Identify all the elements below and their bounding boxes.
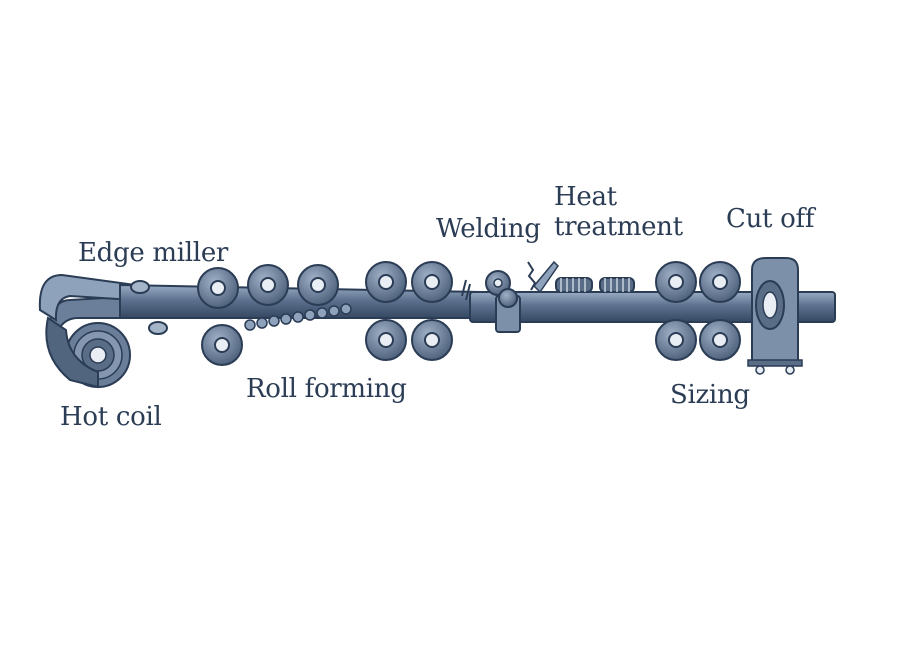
label-treatment: treatment: [554, 212, 683, 242]
label-edge-miller: Edge miller: [78, 238, 229, 268]
label-hot-coil: Hot coil: [60, 402, 162, 432]
label-roll-forming: Roll forming: [246, 374, 407, 404]
hot-coil: [38, 273, 141, 389]
roll-forming-stands: [197, 261, 453, 366]
sizing-stands: [655, 261, 741, 361]
cut-off-saw: [747, 257, 803, 375]
label-welding: Welding: [436, 214, 541, 244]
label-cut-off: Cut off: [726, 204, 815, 234]
heat-treatment-coils: [555, 277, 635, 293]
welding-station: [461, 260, 559, 333]
label-heat: Heat: [554, 182, 617, 212]
label-sizing: Sizing: [670, 380, 750, 410]
forming-beads: [244, 303, 352, 331]
edge-miller-cutters: [130, 280, 168, 335]
